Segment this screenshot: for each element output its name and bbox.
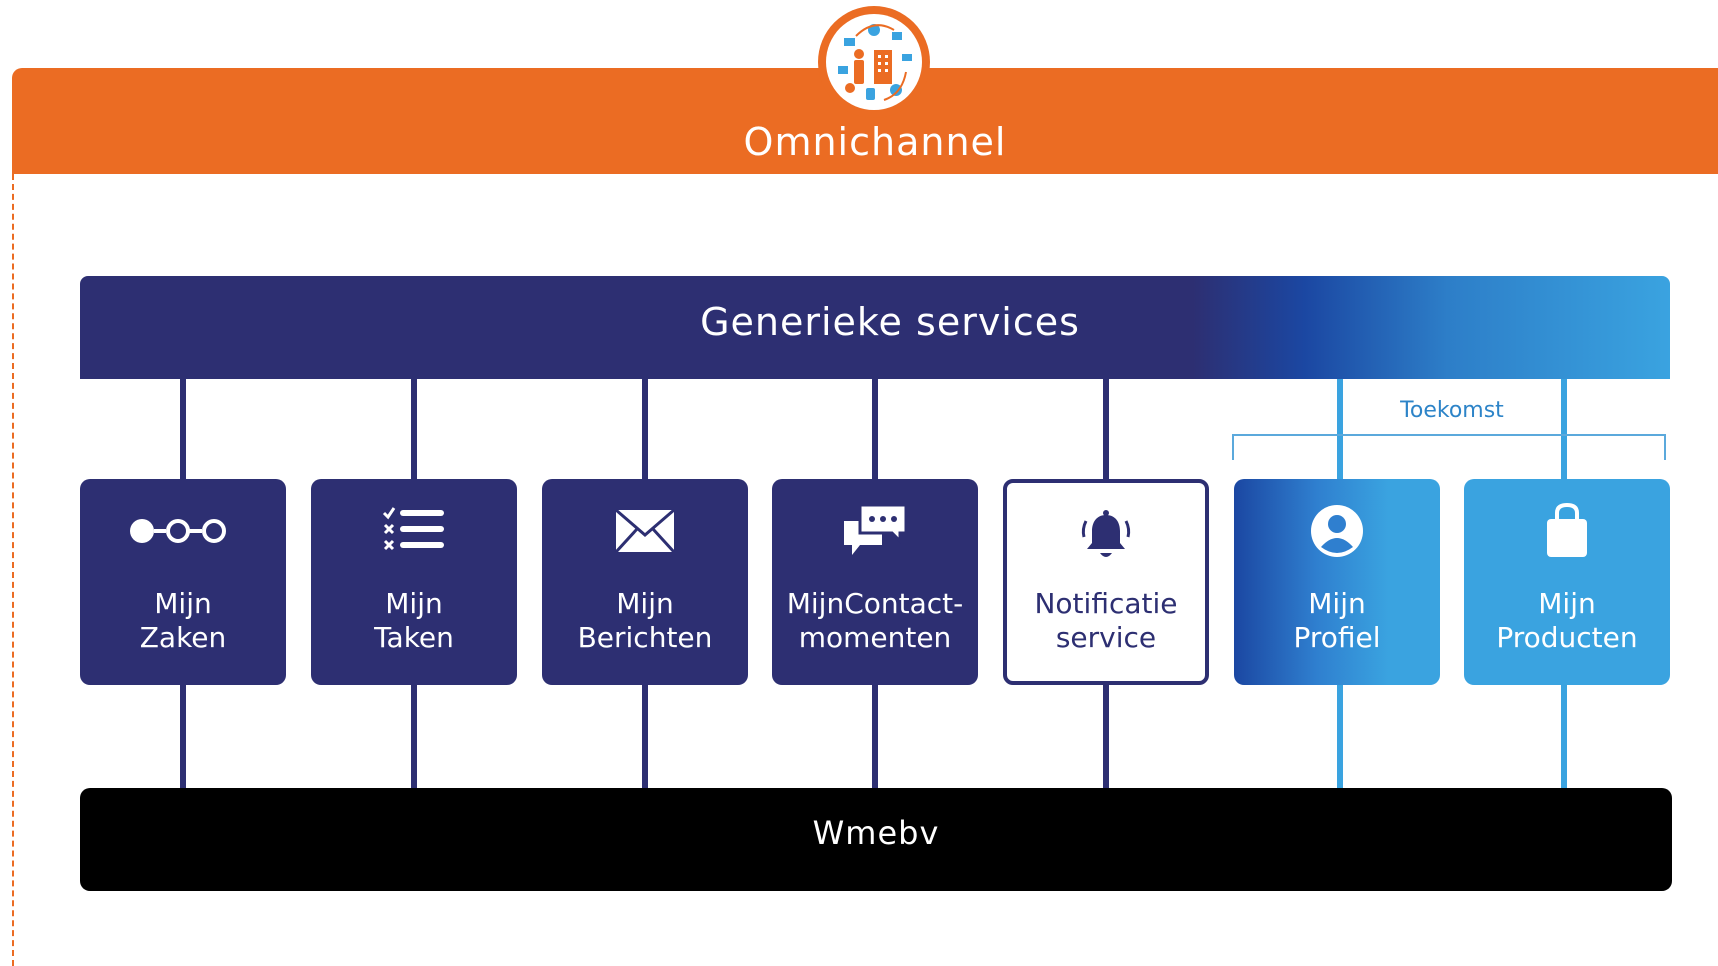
service-label-line1: Notificatie xyxy=(1034,587,1178,620)
service-label-line1: Mijn xyxy=(154,587,212,620)
service-box-mijn-profiel: Mijn Profiel xyxy=(1234,479,1440,685)
connector-line xyxy=(872,379,878,479)
service-label-line1: Mijn xyxy=(385,587,443,620)
toekomst-label: Toekomst xyxy=(1400,398,1504,423)
service-label-line2: Producten xyxy=(1496,621,1638,654)
service-label-line2: Zaken xyxy=(139,621,227,654)
shopping-bag-icon xyxy=(1464,499,1670,563)
envelope-icon xyxy=(542,499,748,563)
omnichannel-boundary xyxy=(12,174,14,966)
connector-line xyxy=(1103,379,1109,479)
chat-bubbles-icon xyxy=(772,499,978,563)
service-label-line2: Profiel xyxy=(1293,621,1381,654)
omnichannel-title: Omnichannel xyxy=(743,120,1007,164)
service-label-line2: Berichten xyxy=(577,621,713,654)
connector-line xyxy=(642,379,648,479)
connector-line-future xyxy=(1561,379,1567,479)
connector-line xyxy=(1103,685,1109,788)
generic-services-title: Generieke services xyxy=(700,300,1080,344)
process-steps-icon xyxy=(80,499,286,563)
connector-line xyxy=(411,379,417,479)
connector-line xyxy=(872,685,878,788)
service-label-line1: MijnContact- xyxy=(786,587,964,620)
wmebv-bar xyxy=(80,788,1672,891)
connector-line-future xyxy=(1337,685,1343,788)
connector-line xyxy=(411,685,417,788)
omnichannel-logo-icon xyxy=(826,14,922,110)
connector-line xyxy=(642,685,648,788)
service-label-line1: Mijn xyxy=(1538,587,1596,620)
service-box-mijn-zaken: Mijn Zaken xyxy=(80,479,286,685)
service-label-line2: momenten xyxy=(798,621,952,654)
service-box-mijn-taken: Mijn Taken xyxy=(311,479,517,685)
service-box-mijn-berichten: Mijn Berichten xyxy=(542,479,748,685)
connector-line xyxy=(180,379,186,479)
service-box-mijn-producten: Mijn Producten xyxy=(1464,479,1670,685)
connector-line-future xyxy=(1561,685,1567,788)
checklist-icon xyxy=(311,499,517,563)
bell-icon xyxy=(1007,503,1205,567)
user-icon xyxy=(1234,499,1440,563)
service-label-line2: service xyxy=(1055,621,1157,654)
connector-line xyxy=(180,685,186,788)
service-label-line2: Taken xyxy=(374,621,454,654)
service-box-mijn-contactmomenten: MijnContact- momenten xyxy=(772,479,978,685)
connector-line-future xyxy=(1337,379,1343,479)
generic-services-bar xyxy=(80,276,1670,379)
service-label-line1: Mijn xyxy=(616,587,674,620)
service-label-line1: Mijn xyxy=(1308,587,1366,620)
toekomst-bracket xyxy=(1232,434,1666,460)
wmebv-title: Wmebv xyxy=(812,814,940,852)
service-box-notificatie-service: Notificatie service xyxy=(1003,479,1209,685)
